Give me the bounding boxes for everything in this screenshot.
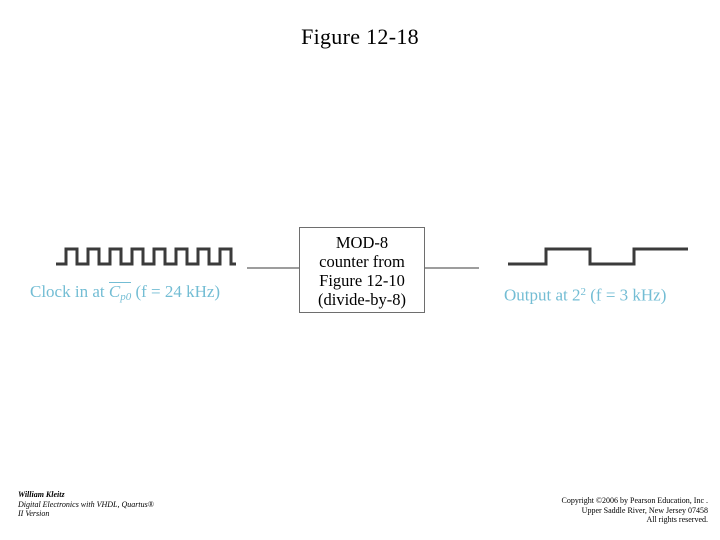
page-title: Figure 12-18 — [301, 24, 419, 49]
footer-author: William Kleitz — [18, 490, 65, 499]
block-line-1: MOD-8 — [335, 233, 389, 252]
clock-input-waveform — [56, 247, 236, 266]
clock-input-signal-name: Cp0 — [108, 282, 132, 306]
connector-line-output — [423, 267, 479, 269]
footer-copyright-line-2: Upper Saddle River, New Jersey 07458 — [581, 505, 708, 515]
footer-copyright-line-1: Copyright ©2006 by Pearson Education, In… — [561, 496, 709, 505]
footer-copyright: Copyright ©2006 by Pearson Education, In… — [378, 496, 709, 525]
clock-input-frequency: (f = 24 kHz) — [135, 282, 221, 301]
connector-line-input — [247, 267, 301, 269]
footer-attribution: William Kleitz Digital Electronics with … — [18, 490, 348, 519]
block-line-4: (divide-by-8) — [318, 290, 406, 309]
output-label-prefix: Output at 2 — [504, 285, 581, 305]
clock-input-label-prefix: Clock in at — [30, 282, 109, 301]
clock-input-label: Clock in at Cp0 (f = 24 kHz) — [30, 282, 220, 306]
output-label: Output at 22 (f = 3 kHz) — [504, 282, 666, 306]
mod-8-counter-block: MOD-8 counter from Figure 12-10 (divide-… — [299, 227, 425, 313]
footer-book-edition: II Version — [18, 509, 50, 519]
footer-book-title: Digital Electronics with VHDL, Quartus® — [18, 499, 154, 509]
figure-diagram: MOD-8 counter from Figure 12-10 (divide-… — [0, 210, 720, 330]
output-waveform — [508, 247, 688, 266]
output-label-exponent: 2 — [580, 286, 587, 298]
block-line-3: Figure 12-10 — [319, 271, 405, 290]
output-frequency: (f = 3 kHz) — [590, 285, 667, 305]
footer-copyright-line-3: All rights reserved. — [646, 515, 708, 525]
block-line-2: counter from — [319, 252, 405, 271]
